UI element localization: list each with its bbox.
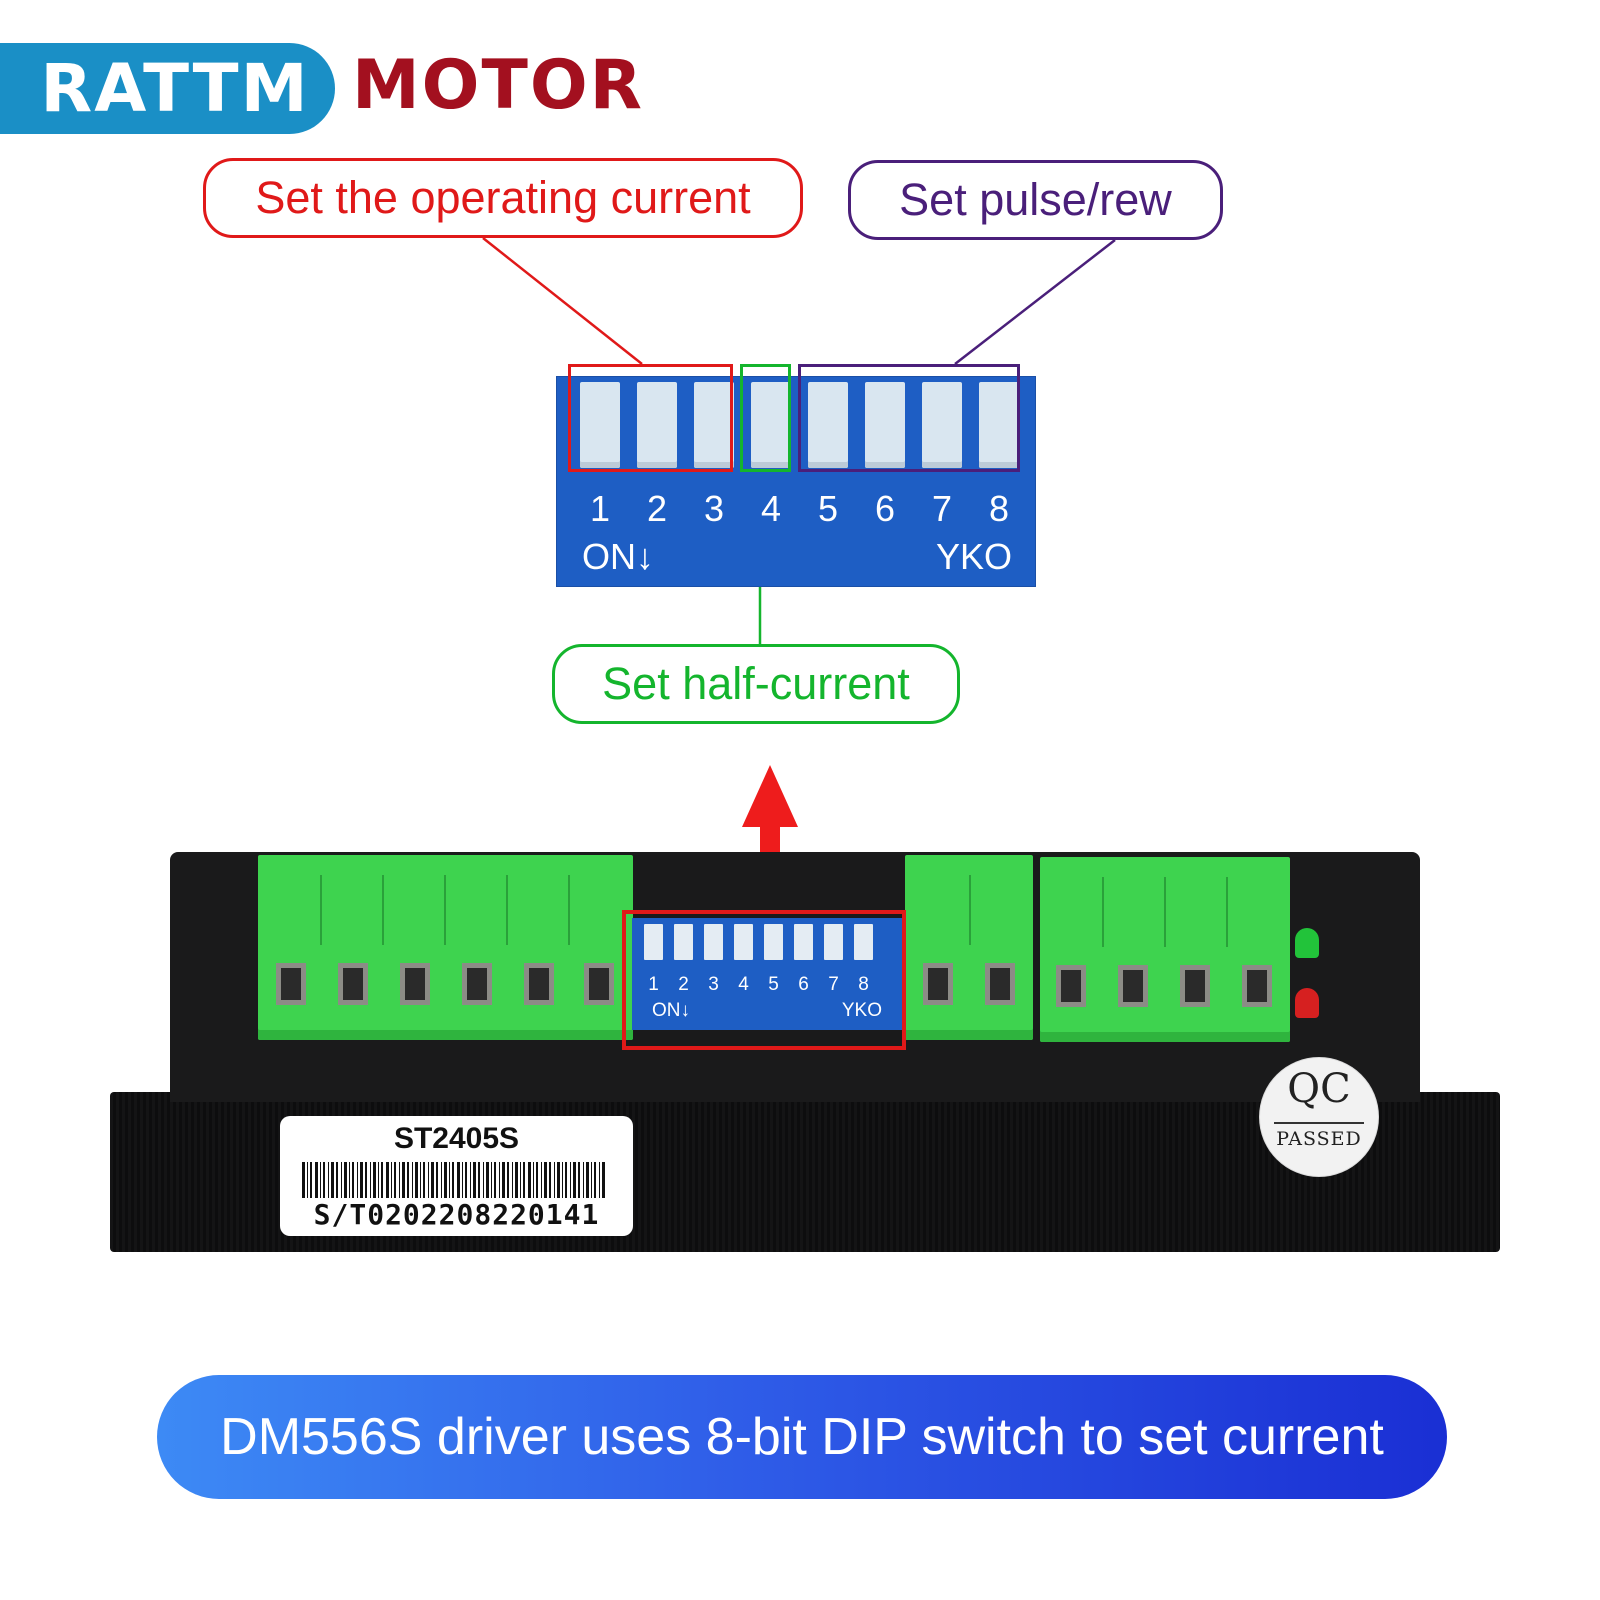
- terminal-block-signal: [258, 855, 633, 1040]
- highlight-dip-switch-on-driver: [622, 910, 906, 1050]
- qc-seal-divider: [1274, 1122, 1364, 1124]
- highlight-current-switches: [568, 364, 733, 472]
- product-label-sticker: ST2405S: [280, 1116, 633, 1236]
- dip-toggle-small[interactable]: [794, 924, 813, 960]
- qc-passed-seal: QC PASSED: [1260, 1058, 1378, 1176]
- terminal-block-motor: [1040, 857, 1290, 1042]
- terminal-divider: [506, 875, 566, 945]
- terminal-screw[interactable]: [1180, 965, 1210, 1007]
- terminal-block-power: [905, 855, 1033, 1040]
- terminal-screw[interactable]: [462, 963, 492, 1005]
- terminal-screw[interactable]: [276, 963, 306, 1005]
- terminal-divider: [320, 875, 380, 945]
- terminal-screw[interactable]: [1242, 965, 1272, 1007]
- dip-number-small: 1: [648, 974, 659, 995]
- terminal-divider: [1226, 877, 1286, 947]
- dip-number-small: 6: [798, 974, 809, 995]
- dip-toggle-small[interactable]: [674, 924, 693, 960]
- callout-operating-current-text: Set the operating current: [255, 172, 751, 223]
- qc-seal-bottom-text: PASSED: [1276, 1128, 1362, 1150]
- arrow-up-icon: [742, 765, 798, 920]
- dip-number: 3: [703, 488, 725, 529]
- dip-switch-on-driver: 1 2 3 4 5 6 7 8 ON↓ YKO: [632, 918, 904, 1030]
- terminal-screw[interactable]: [1118, 965, 1148, 1007]
- terminal-screw[interactable]: [400, 963, 430, 1005]
- dip-toggle-small[interactable]: [704, 924, 723, 960]
- terminal-divider: [1102, 877, 1162, 947]
- callout-operating-current: Set the operating current: [203, 158, 803, 238]
- dip-on-label-small: ON↓: [652, 1000, 690, 1021]
- dip-number: 4: [760, 488, 782, 529]
- dip-toggle-3[interactable]: [694, 382, 734, 468]
- dip-maker-label: YKO: [935, 536, 1012, 577]
- highlight-pulse-switches: [798, 364, 1020, 472]
- model-number: ST2405S: [393, 1122, 520, 1155]
- dip-number: 7: [931, 488, 953, 529]
- dip-number-small: 2: [678, 974, 689, 995]
- dip-toggle-small[interactable]: [734, 924, 753, 960]
- dip-switch-zoom: 1 2 3 4 5 6 7 8 ON↓ YKO: [556, 376, 1036, 587]
- dip-number-small: 4: [738, 974, 749, 995]
- terminal-divider: [568, 875, 628, 945]
- dip-number: 8: [988, 488, 1010, 529]
- dip-maker-label-small: YKO: [841, 1000, 882, 1021]
- dip-toggle-6[interactable]: [865, 382, 905, 468]
- caption-banner: DM556S driver uses 8-bit DIP switch to s…: [157, 1375, 1447, 1499]
- terminal-screw[interactable]: [1056, 965, 1086, 1007]
- terminal-divider: [1164, 877, 1224, 947]
- terminal-divider: [444, 875, 504, 945]
- qc-seal-top-text: QC: [1287, 1066, 1351, 1112]
- dip-toggle-small[interactable]: [644, 924, 663, 960]
- power-led-green: [1295, 928, 1319, 958]
- dip-on-label: ON↓: [582, 536, 654, 577]
- brand-name-motor: MOTOR: [352, 46, 645, 125]
- dip-toggle-7[interactable]: [922, 382, 962, 468]
- dip-number-small: 7: [828, 974, 839, 995]
- terminal-divider: [382, 875, 442, 945]
- callout-pulse-rev: Set pulse/rew: [848, 160, 1223, 240]
- terminal-screw[interactable]: [985, 963, 1015, 1005]
- terminal-screw[interactable]: [584, 963, 614, 1005]
- dip-number: 5: [817, 488, 839, 529]
- dip-toggle-small[interactable]: [764, 924, 783, 960]
- dip-number: 6: [874, 488, 896, 529]
- highlight-half-current-switch: [740, 364, 791, 472]
- terminal-divider: [969, 875, 1029, 945]
- terminal-screw[interactable]: [338, 963, 368, 1005]
- caption-text: DM556S driver uses 8-bit DIP switch to s…: [220, 1408, 1384, 1466]
- callout-pulse-rev-text: Set pulse/rew: [899, 174, 1172, 225]
- barcode-icon: [302, 1162, 605, 1198]
- dip-number-small: 3: [708, 974, 719, 995]
- terminal-screw[interactable]: [524, 963, 554, 1005]
- callout-half-current-text: Set half-current: [602, 658, 910, 709]
- callout-half-current: Set half-current: [552, 644, 960, 724]
- dip-toggle-small[interactable]: [854, 924, 873, 960]
- dip-number-small: 8: [858, 974, 869, 995]
- dip-number-small: 5: [768, 974, 779, 995]
- dip-number: 2: [646, 488, 668, 529]
- dip-toggle-2[interactable]: [637, 382, 677, 468]
- operating-current-connector: [482, 237, 643, 365]
- dip-number: 1: [589, 488, 611, 529]
- dip-toggle-8[interactable]: [979, 382, 1019, 468]
- dip-toggle-5[interactable]: [808, 382, 848, 468]
- serial-number: S/T0202208220141: [313, 1198, 600, 1231]
- brand-logo-pill: RATTM: [0, 43, 335, 134]
- alarm-led-red: [1295, 988, 1319, 1018]
- pulse-rev-connector: [954, 239, 1116, 365]
- dip-toggle-1[interactable]: [580, 382, 620, 468]
- brand-name-rattm: RATTM: [40, 49, 310, 127]
- dip-toggle-4[interactable]: [751, 382, 791, 468]
- dip-toggle-small[interactable]: [824, 924, 843, 960]
- terminal-screw[interactable]: [923, 963, 953, 1005]
